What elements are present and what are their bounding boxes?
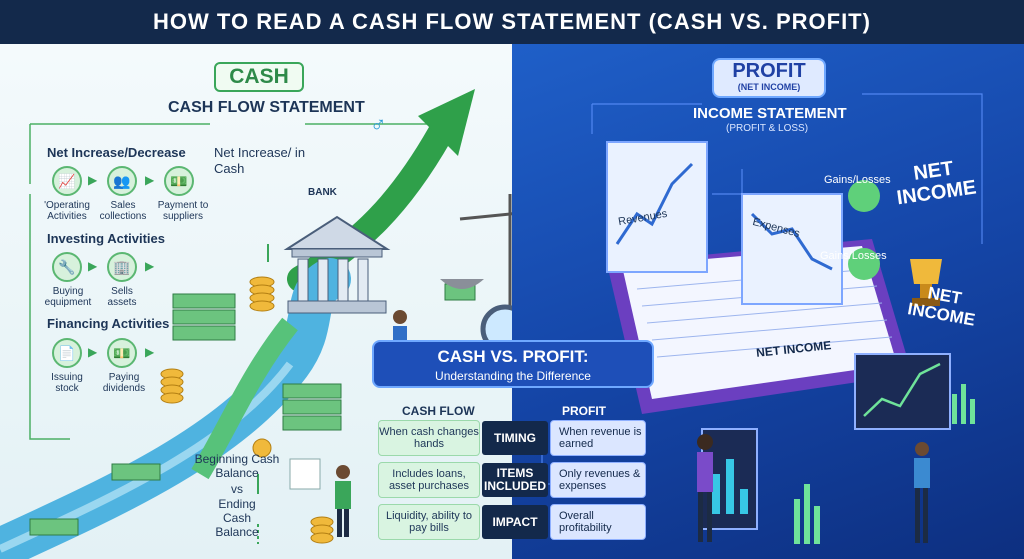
bank-icon	[283, 215, 391, 314]
dividends-icon: 💵	[107, 338, 137, 368]
page-title: HOW TO READ A CASH FLOW STATEMENT (CASH …	[0, 0, 1024, 44]
income-statement-sub: (PROFIT & LOSS)	[726, 123, 809, 134]
gains-losses-label-1: Gains/Losses	[824, 174, 891, 186]
net-increase-label: Net Increase/Decrease	[47, 145, 186, 160]
arrow-icon: ▶	[88, 259, 98, 273]
income-statement-title: INCOME STATEMENT	[693, 105, 847, 122]
bank-label: BANK	[308, 187, 337, 198]
net-cash-label: Net Increase/ in Cash	[214, 145, 306, 176]
row-timing-cash: When cash changes hands	[378, 420, 480, 456]
profit-header-text: PROFIT	[732, 60, 806, 82]
operating-icon: 📈	[52, 166, 82, 196]
row-items-label: ITEMS INCLUDED	[482, 463, 548, 497]
payment-suppliers-label: Payment to suppliers	[157, 200, 209, 222]
col-profit: PROFIT	[562, 404, 606, 418]
sells-assets-label: Sells assets	[107, 286, 137, 308]
profit-header-sub: (NET INCOME)	[737, 82, 801, 92]
profit-illustration	[541, 93, 983, 544]
row-impact-profit: Overall profitability	[550, 504, 646, 540]
sales-icon: 👥	[107, 166, 137, 196]
payment-icon: 💵	[164, 166, 194, 196]
arrow-icon: ▶	[88, 173, 98, 187]
operating-activities-label: 'Operating Activities	[44, 200, 90, 222]
gender-icon: ♂	[370, 112, 387, 137]
profit-header: PROFIT (NET INCOME)	[712, 58, 826, 98]
equipment-icon: 🔧	[52, 252, 82, 282]
arrow-icon: ▶	[145, 173, 155, 187]
stock-icon: 📄	[52, 338, 82, 368]
arrow-icon: ▶	[88, 345, 98, 359]
col-cash-flow: CASH FLOW	[402, 404, 475, 418]
row-items-profit: Only revenues & expenses	[550, 462, 646, 498]
assets-icon: 🏢	[107, 252, 137, 282]
financing-activities-label: Financing Activities	[47, 316, 170, 331]
comparison-subtitle: Understanding the Difference	[435, 369, 591, 383]
arrow-icon: ▶	[145, 345, 155, 359]
beginning-balance-label: Beginning Cash Balance	[194, 452, 280, 480]
row-timing-profit: When revenue is earned	[550, 420, 646, 456]
cash-flow-statement-title: CASH FLOW STATEMENT	[168, 99, 365, 116]
issuing-stock-label: Issuing stock	[51, 372, 83, 394]
row-impact-cash: Liquidity, ability to pay bills	[378, 504, 480, 540]
buying-equipment-label: Buying equipment	[44, 286, 92, 308]
vs-label: vs	[231, 482, 243, 496]
ending-balance-label: Ending Cash Balance	[215, 497, 259, 539]
sales-collections-label: Sales collections	[99, 200, 147, 222]
gains-losses-label-2: Gains/Losses	[820, 250, 887, 262]
paying-dividends-label: Paying dividends	[102, 372, 146, 394]
row-timing-label: TIMING	[482, 421, 548, 455]
row-impact-label: IMPACT	[482, 505, 548, 539]
comparison-banner: CASH VS. PROFIT: Understanding the Diffe…	[372, 340, 654, 388]
arrow-icon: ▶	[145, 259, 155, 273]
investing-activities-label: Investing Activities	[47, 231, 165, 246]
comparison-title: CASH VS. PROFIT:	[437, 347, 589, 366]
cash-panel: BANK	[0, 44, 512, 559]
row-items-cash: Includes loans, asset purchases	[378, 462, 480, 498]
cash-header: CASH	[214, 62, 304, 92]
